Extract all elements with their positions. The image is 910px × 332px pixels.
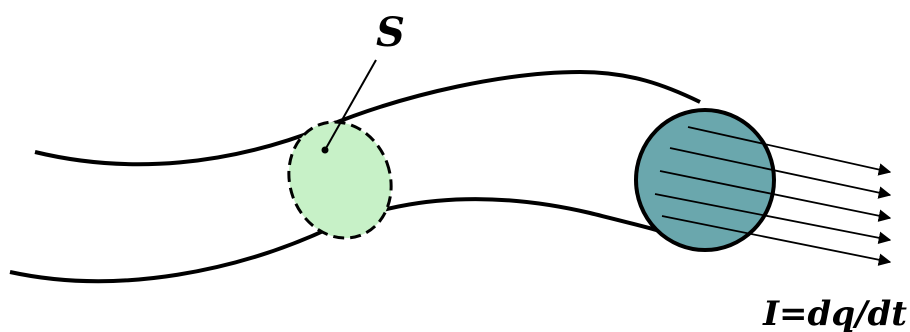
tube-upper-wall [34,69,701,167]
surface-leader-line [324,59,377,151]
surface-s [287,120,393,240]
current-arrow [654,193,892,245]
current-arrow [669,147,892,199]
surface-label: S [376,9,405,56]
current-arrow [687,126,892,176]
tube-lower-wall [9,197,706,284]
current-arrow [659,170,892,222]
current-arrows [654,126,892,266]
current-formula: I=dq/dt [762,294,907,332]
current-arrow [661,215,892,266]
